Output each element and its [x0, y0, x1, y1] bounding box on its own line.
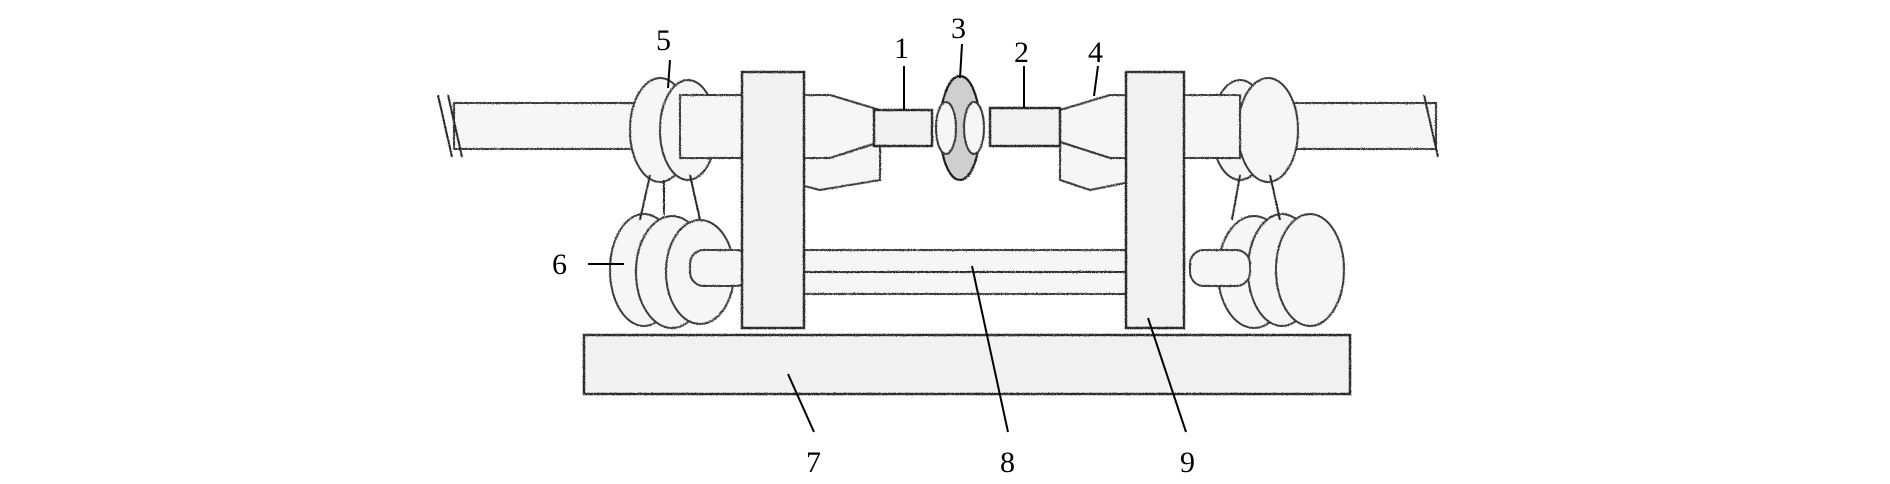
callout-9: 9 — [1180, 446, 1195, 479]
coupling-disc — [935, 74, 985, 182]
callout-5: 5 — [656, 24, 671, 57]
leader-5 — [667, 59, 671, 89]
right-wheel-assembly — [1189, 77, 1345, 329]
leader-7 — [787, 373, 815, 433]
left-column — [740, 70, 806, 330]
right-column — [1124, 70, 1186, 330]
left-housing — [679, 94, 934, 192]
callout-7: 7 — [806, 446, 821, 479]
callout-8: 8 — [1000, 446, 1015, 479]
leader-9 — [1147, 317, 1187, 433]
callout-2: 2 — [1014, 36, 1029, 69]
leader-4 — [1093, 65, 1099, 97]
right-housing — [988, 94, 1241, 192]
callout-1: 1 — [894, 32, 909, 65]
callout-labels: 1 2 3 4 5 6 7 8 9 — [552, 12, 1195, 479]
cross-bar — [797, 249, 1129, 295]
base-plate — [582, 333, 1352, 396]
callout-4: 4 — [1088, 36, 1103, 69]
left-shaft — [437, 94, 665, 158]
leader-3 — [959, 43, 963, 79]
left-wheel-assembly — [609, 77, 751, 329]
leader-8 — [971, 265, 1009, 433]
callout-6: 6 — [552, 248, 567, 281]
leader-lines — [588, 43, 1187, 433]
callout-3: 3 — [951, 12, 966, 45]
